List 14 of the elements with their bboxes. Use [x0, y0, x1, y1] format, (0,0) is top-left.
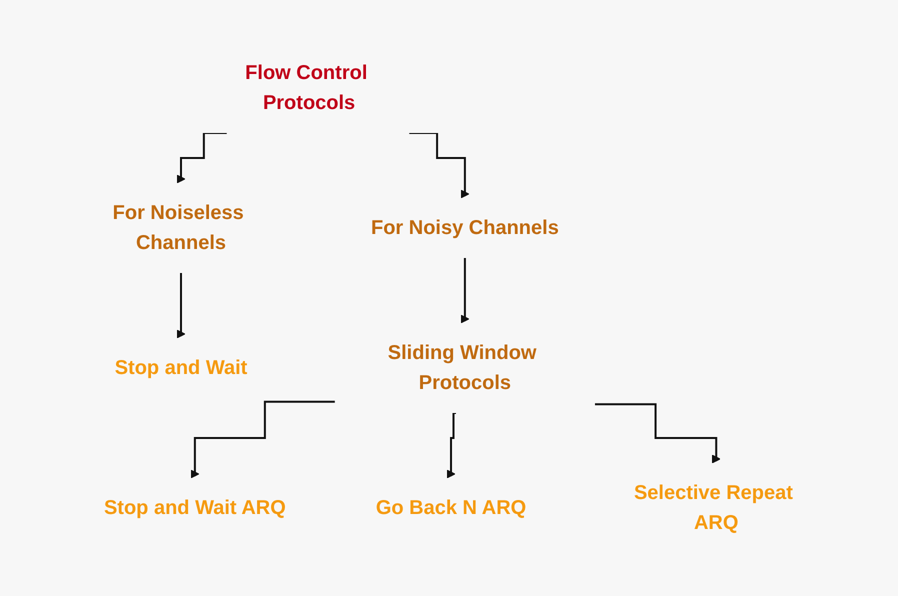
node-text: Sliding Window Protocols	[388, 342, 537, 394]
arrow	[595, 403, 721, 464]
arrow	[447, 412, 456, 478]
arrow	[460, 257, 470, 324]
arrow	[410, 132, 470, 198]
node-text: Stop and Wait	[115, 357, 248, 379]
arrow	[177, 132, 228, 184]
node-text: For Noisy Channels	[371, 217, 560, 239]
node-text: For Noiseless Channels	[113, 202, 244, 254]
arrow	[190, 400, 336, 478]
node-text: Stop and Wait ARQ	[104, 497, 286, 519]
arrow	[177, 272, 186, 338]
node-text: Go Back N ARQ	[376, 497, 527, 519]
node-text: Selective Repeat ARQ	[634, 482, 794, 534]
